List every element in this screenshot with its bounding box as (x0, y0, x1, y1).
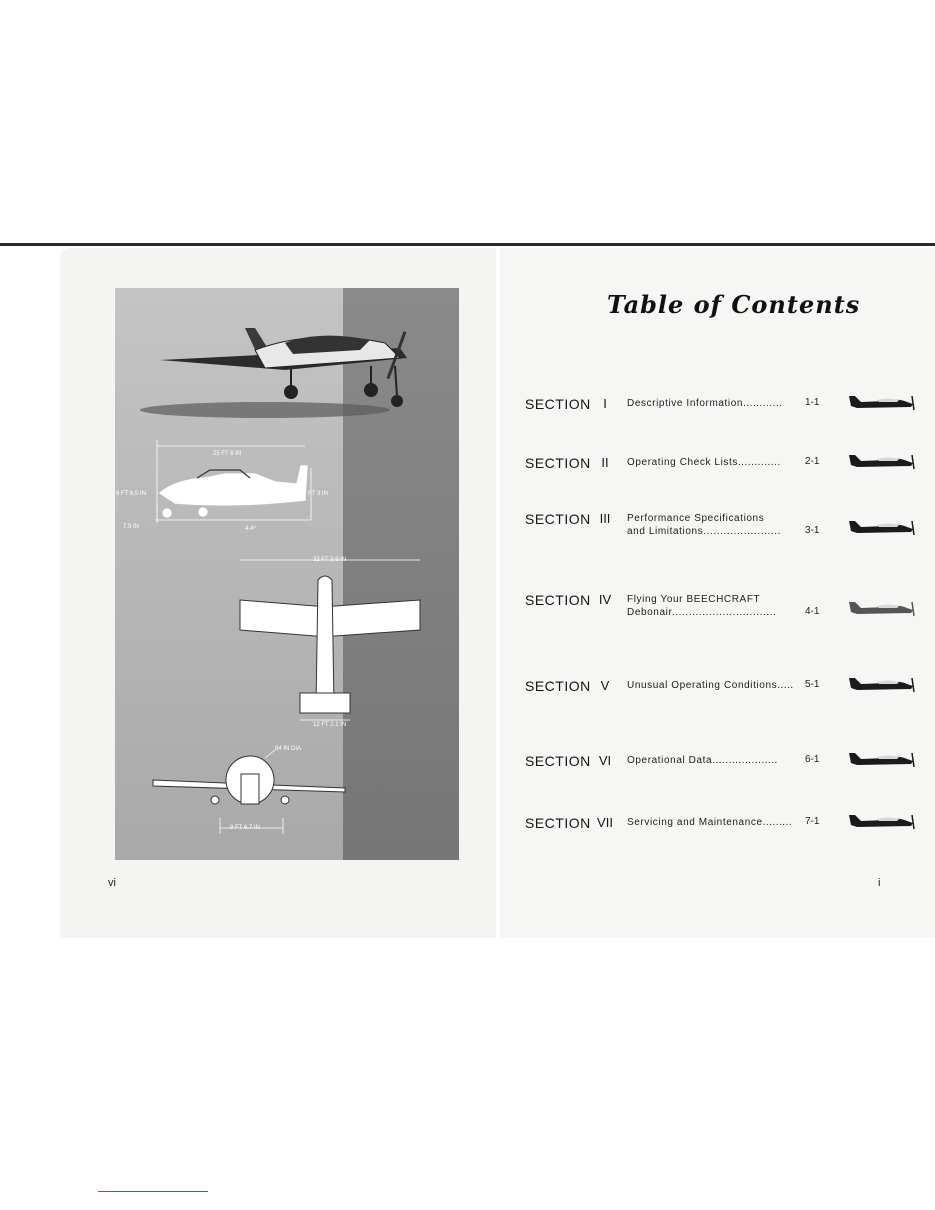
toc-page-number: 7-1 (805, 816, 820, 827)
toc-section-label: SECTION (525, 455, 591, 471)
toc-section-title: Unusual Operating Conditions..... (627, 680, 794, 691)
side-view-drawing (155, 440, 312, 523)
page-number-left: vi (108, 877, 116, 889)
top-view-drawing (239, 559, 421, 721)
toc-row-section-4[interactable]: SECTION IV Flying Your BEECHCRAFT Debona… (525, 592, 920, 624)
background-dark (343, 288, 459, 860)
toc-page-number: 1-1 (805, 397, 820, 408)
toc-section-title: Operational Data.................... (627, 755, 778, 766)
airplane-silhouette-icon (849, 454, 915, 470)
toc-page-number: 6-1 (805, 754, 820, 765)
toc-row-section-5[interactable]: SECTION V Unusual Operating Conditions..… (525, 677, 920, 710)
toc-section-numeral: VI (598, 753, 612, 768)
toc-section-label: SECTION (525, 396, 591, 412)
toc-page-number: 2-1 (805, 456, 820, 467)
toc-title: Table of Contents (607, 290, 861, 319)
dim-wingspan-label: 32 FT 9.9 IN (313, 557, 347, 563)
airplane-illustration (115, 288, 459, 860)
toc-row-section-1[interactable]: SECTION I Descriptive Information.......… (525, 395, 920, 428)
toc-section-numeral: IV (598, 592, 612, 607)
dim-tread-label: 9 FT 6.7 IN (230, 825, 260, 831)
aircraft-photo (140, 328, 407, 418)
dim-angle-label: 4.4° (245, 526, 256, 532)
toc-section-numeral: VII (597, 815, 613, 830)
toc-section-title: Flying Your BEECHCRAFT Debonair.........… (627, 594, 777, 618)
airplane-silhouette-icon (849, 752, 915, 768)
toc-section-title: Operating Check Lists............. (627, 457, 781, 468)
airplane-dimensions-figure: 25 FT 6 IN 8 FT 3 IN 6 FT 6.5 IN 7.5 IN … (115, 288, 459, 860)
background-light (115, 288, 345, 860)
toc-page-number: 4-1 (805, 606, 820, 617)
page-top-rule (0, 243, 935, 246)
toc-page-number: 5-1 (805, 679, 820, 690)
toc-section-numeral: I (603, 396, 607, 411)
toc-section-title: Performance Specifications and Limitatio… (627, 513, 781, 537)
toc-section-title: Descriptive Information............ (627, 398, 783, 409)
airplane-silhouette-icon (849, 520, 915, 536)
toc-section-label: SECTION (525, 753, 591, 769)
airplane-silhouette-icon (849, 814, 915, 830)
toc-section-label: SECTION (525, 678, 591, 694)
dim-prop-dia-label: 84 IN DIA (275, 746, 302, 752)
toc-section-label: SECTION (525, 815, 591, 831)
page-number-right: i (878, 877, 881, 889)
dim-length-label: 25 FT 6 IN (213, 451, 242, 457)
dim-height-tail-label: 8 FT 3 IN (303, 491, 328, 497)
toc-section-numeral: II (601, 455, 609, 470)
toc-row-section-7[interactable]: SECTION VII Servicing and Maintenance...… (525, 814, 920, 847)
toc-row-section-6[interactable]: SECTION VI Operational Data.............… (525, 752, 920, 785)
airplane-silhouette-icon (849, 677, 915, 693)
toc-section-label: SECTION (525, 592, 591, 608)
toc-row-section-3[interactable]: SECTION III Performance Specifications a… (525, 511, 920, 543)
dim-clearance-label: 7.5 IN (123, 524, 140, 530)
footer-underline (98, 1191, 208, 1192)
toc-section-numeral: III (599, 511, 611, 526)
dim-tail-span-label: 12 FT 2.1 IN (313, 722, 347, 728)
front-view-drawing (152, 749, 346, 834)
dim-height-nose-label: 6 FT 6.5 IN (116, 491, 146, 497)
airplane-silhouette-icon (849, 601, 915, 617)
toc-page-number: 3-1 (805, 525, 820, 536)
airplane-silhouette-icon (849, 395, 915, 411)
toc-section-label: SECTION (525, 511, 591, 527)
toc-row-section-2[interactable]: SECTION II Operating Check Lists........… (525, 454, 920, 487)
toc-section-title: Servicing and Maintenance......... (627, 817, 793, 828)
toc-section-numeral: V (600, 678, 610, 693)
